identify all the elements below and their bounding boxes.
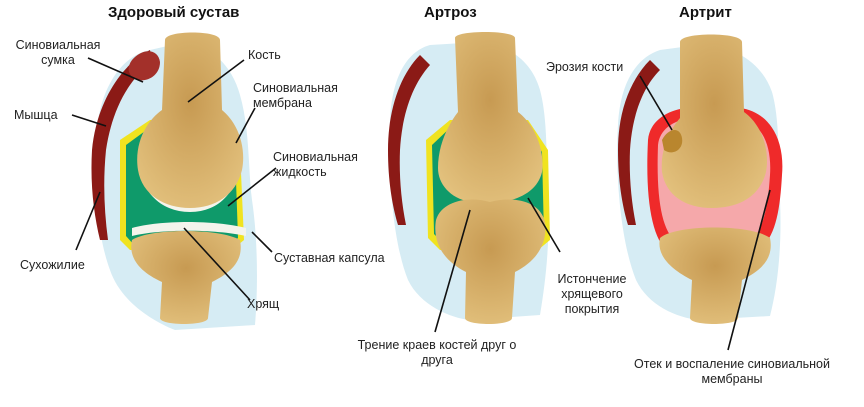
label-tendon: Сухожилие [20,258,85,272]
healthy-upper-bone [137,32,244,208]
leader-muscle [71,114,107,127]
arthrosis-muscle [388,55,430,225]
healthy-cartilage-bottom [132,222,246,236]
leader-capsule [251,231,273,253]
leader-inflammation [727,189,771,351]
leader-tendon [75,191,101,251]
leader-friction [434,209,471,333]
label-bone-erosion: Эрозия кости [546,60,624,74]
leader-cartilage [183,227,251,301]
label-synovial-fluid: Синовиальная жидкость [273,150,358,179]
leader-bone [187,59,245,103]
title-healthy-joint: Здоровый сустав [108,4,240,21]
label-joint-capsule: Суставная капсула [274,251,385,265]
label-synovial-membrane: Синовиальная мембрана [253,81,338,110]
leader-bursa [87,57,144,83]
arthritis-joint [617,34,783,324]
title-arthritis: Артрит [679,4,732,21]
arthritis-lower-bone [659,227,771,324]
label-bone-friction: Трение краев костей друг о друга [357,338,517,367]
arthrosis-lower-bone [435,199,546,324]
leader-thinning [527,197,561,253]
arthritis-muscle [618,60,660,225]
healthy-lower-bone [131,231,241,324]
label-bone: Кость [248,48,281,62]
label-cartilage-thinning: Истончение хрящевого покрытия [557,272,627,316]
leader-fluid [227,167,277,207]
leader-lines [71,57,771,351]
healthy-muscle [91,50,152,240]
label-cartilage: Хрящ [247,297,280,311]
label-membrane-inflammation: Отек и воспаление синовиальной мембраны [634,357,830,386]
healthy-joint [91,32,257,330]
arthrosis-upper-bone [438,32,543,202]
leader-membrane [235,107,256,144]
arthrosis-joint [388,32,550,324]
title-arthrosis: Артроз [424,4,477,21]
label-synovial-bursa: Синовиальная сумка [15,38,101,67]
leader-erosion [639,75,673,131]
healthy-bursa [128,51,160,81]
label-muscle: Мышца [14,108,58,122]
arthritis-erosion [662,129,683,153]
arthritis-upper-bone [661,34,768,208]
